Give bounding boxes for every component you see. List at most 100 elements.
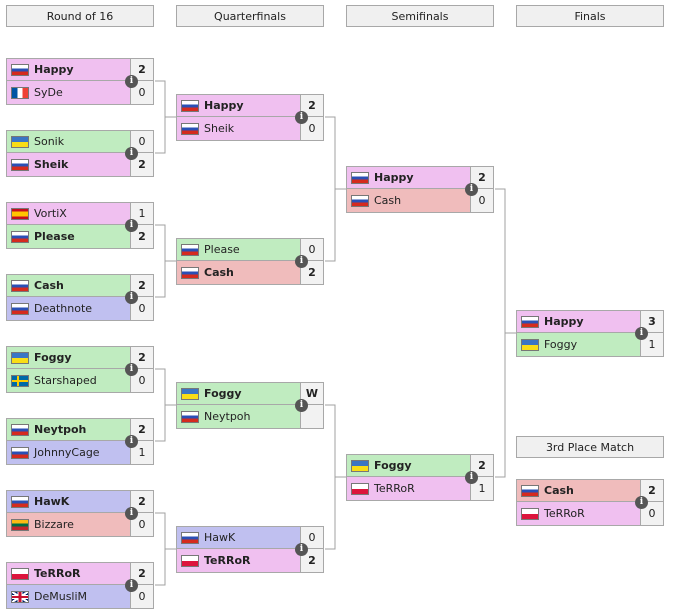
player-name: Please bbox=[204, 243, 240, 256]
match-info-icon[interactable]: i bbox=[125, 147, 138, 160]
match-info-icon[interactable]: i bbox=[465, 183, 478, 196]
player-name: HawK bbox=[204, 531, 236, 544]
match-info-icon[interactable]: i bbox=[125, 291, 138, 304]
player-name: Happy bbox=[204, 99, 244, 112]
player-name: SyDe bbox=[34, 86, 63, 99]
player-cell: Neytpoh bbox=[7, 419, 130, 440]
player-name: TeRRoR bbox=[34, 567, 81, 580]
player-cell: Foggy bbox=[177, 383, 300, 404]
player-name: HawK bbox=[34, 495, 70, 508]
player-row[interactable]: Happy 2 bbox=[6, 58, 154, 81]
player-cell: Happy bbox=[517, 311, 640, 332]
flag-ru-icon bbox=[11, 495, 29, 508]
match-info-icon[interactable]: i bbox=[295, 255, 308, 268]
match-info-icon[interactable]: i bbox=[635, 496, 648, 509]
player-name: Cash bbox=[374, 194, 402, 207]
player-score: 2 bbox=[300, 549, 323, 572]
match-info-icon[interactable]: i bbox=[295, 111, 308, 124]
match-info-icon[interactable]: i bbox=[125, 435, 138, 448]
player-cell: Foggy bbox=[347, 455, 470, 476]
player-row[interactable]: Neytpoh bbox=[176, 405, 324, 429]
flag-ru-icon bbox=[351, 194, 369, 207]
match-info-icon[interactable]: i bbox=[125, 507, 138, 520]
player-cell: Happy bbox=[347, 167, 470, 188]
player-name: Please bbox=[34, 230, 75, 243]
player-score: 0 bbox=[640, 502, 663, 525]
player-cell: Bizzare bbox=[7, 513, 130, 536]
flag-ua-icon bbox=[11, 135, 29, 148]
flag-pl-icon bbox=[521, 507, 539, 520]
match-info-icon[interactable]: i bbox=[125, 579, 138, 592]
player-name: TeRRoR bbox=[374, 482, 415, 495]
flag-pl-icon bbox=[351, 482, 369, 495]
flag-ua-icon bbox=[521, 338, 539, 351]
flag-fr-icon bbox=[11, 86, 29, 99]
player-name: Sonik bbox=[34, 135, 65, 148]
match-info-icon[interactable]: i bbox=[125, 75, 138, 88]
flag-ru-icon bbox=[181, 531, 199, 544]
player-score: 2 bbox=[300, 261, 323, 284]
player-row[interactable]: TeRRoR 1 bbox=[346, 477, 494, 501]
player-score: 1 bbox=[640, 333, 663, 356]
flag-ru-icon bbox=[521, 315, 539, 328]
player-score: 1 bbox=[470, 477, 493, 500]
player-cell: DeMusliM bbox=[7, 585, 130, 608]
match-info-icon[interactable]: i bbox=[635, 327, 648, 340]
match-info-icon[interactable]: i bbox=[465, 471, 478, 484]
flag-ru-icon bbox=[11, 446, 29, 459]
match-info-icon[interactable]: i bbox=[295, 399, 308, 412]
player-name: Happy bbox=[544, 315, 584, 328]
player-cell: JohnnyCage bbox=[7, 441, 130, 464]
player-score: 0 bbox=[300, 117, 323, 140]
header-semifinals: Semifinals bbox=[346, 5, 494, 27]
flag-ru-icon bbox=[181, 243, 199, 256]
flag-se-icon bbox=[11, 374, 29, 387]
player-score: 2 bbox=[130, 59, 153, 80]
player-row[interactable]: SyDe 0 bbox=[6, 81, 154, 105]
flag-ru-icon bbox=[181, 99, 199, 112]
player-cell: HawK bbox=[177, 527, 300, 548]
player-cell: Cash bbox=[7, 275, 130, 296]
player-score: 0 bbox=[130, 81, 153, 104]
player-cell: TeRRoR bbox=[7, 563, 130, 584]
player-score: 0 bbox=[130, 297, 153, 320]
player-name: Bizzare bbox=[34, 518, 74, 531]
match-info-icon[interactable]: i bbox=[295, 543, 308, 556]
flag-ru-icon bbox=[351, 171, 369, 184]
player-name: Happy bbox=[34, 63, 74, 76]
flag-es-icon bbox=[11, 207, 29, 220]
match-info-icon[interactable]: i bbox=[125, 219, 138, 232]
match-info-icon[interactable]: i bbox=[125, 363, 138, 376]
